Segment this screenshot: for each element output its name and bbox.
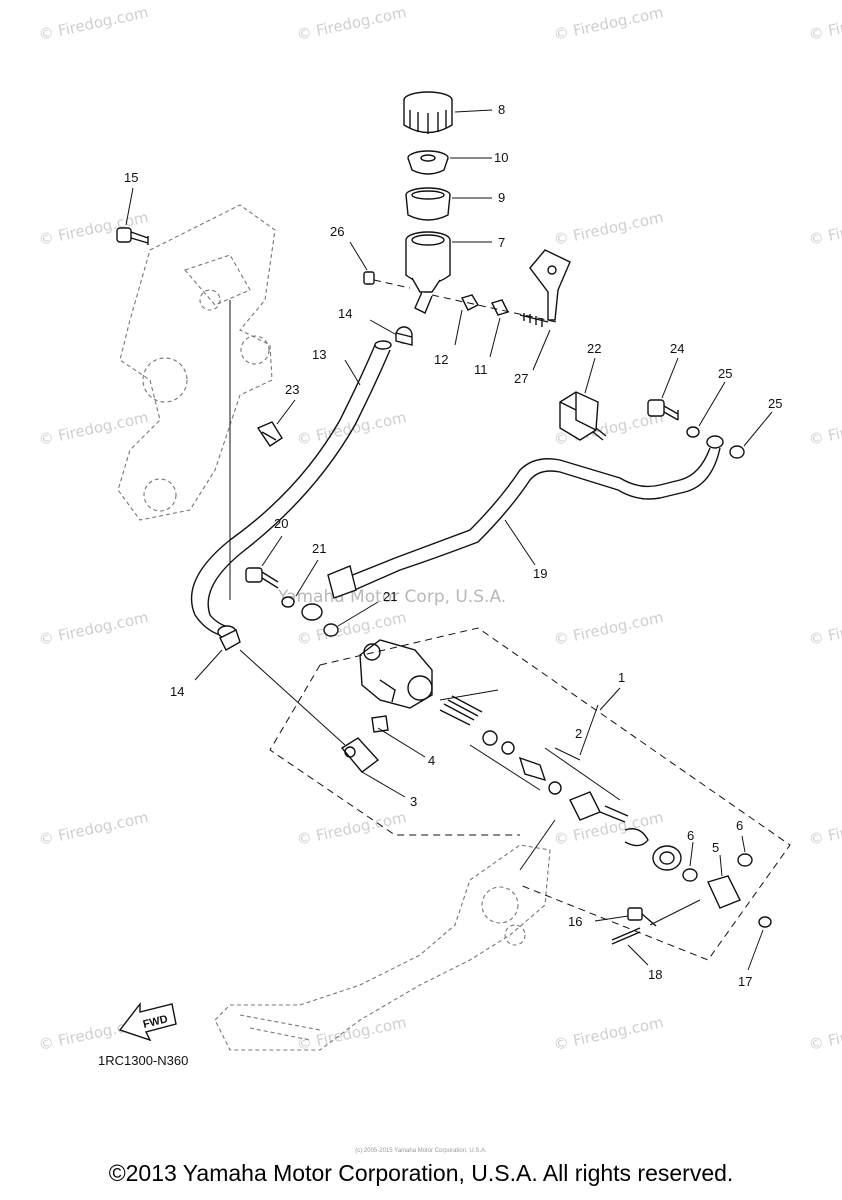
part-label: 5 (712, 840, 719, 855)
part-label: 1 (618, 670, 625, 685)
watermark: © Firedog.com (552, 1013, 665, 1054)
clamp-23 (256, 399, 296, 447)
part-labels: 1 2 3 4 5 6 6 7 8 9 10 11 12 13 14 14 15… (124, 102, 782, 989)
watermark: © Firedog.com (295, 1013, 408, 1054)
part-label: 21 (312, 541, 326, 556)
brake-hose-19 (301, 435, 724, 621)
clevis-assembly (611, 853, 772, 945)
copyright-footer: ©2013 Yamaha Motor Corporation, U.S.A. A… (108, 1160, 734, 1186)
diagram-code: 1RC1300-N360 (98, 1053, 188, 1068)
spacer-collar-bracket (431, 249, 571, 371)
part-label: 18 (648, 967, 662, 982)
part-label: 23 (285, 382, 299, 397)
switch-22 (559, 357, 607, 441)
watermark: © Firedog.com (37, 208, 150, 249)
watermark: © Firedog.com (37, 408, 150, 449)
watermark: © Firedog.com (552, 3, 665, 44)
watermark: © Firedog.com (807, 808, 842, 849)
part-label: 26 (330, 224, 344, 239)
watermark: © Firedog.com (37, 3, 150, 44)
part-label: 20 (274, 516, 288, 531)
screw-26 (349, 241, 411, 289)
part-label: 27 (514, 371, 528, 386)
part-label: 15 (124, 170, 138, 185)
watermark: © Firedog.com (552, 608, 665, 649)
part-label: 19 (533, 566, 547, 581)
part-label: 25 (718, 366, 732, 381)
fwd-label: FWD (142, 1013, 169, 1031)
part-label: 6 (687, 828, 694, 843)
part-label: 21 (383, 589, 397, 604)
part-label: 3 (410, 794, 417, 809)
union-bolt-20 (245, 535, 379, 637)
watermark: © Firedog.com (807, 208, 842, 249)
part-label: 14 (170, 684, 184, 699)
watermark: © Firedog.com (295, 808, 408, 849)
bolt-15 (116, 187, 149, 245)
part-label: 6 (736, 818, 743, 833)
brake-pedal-ghost (214, 819, 556, 1051)
hose-13 (190, 319, 413, 746)
part-label: 11 (474, 362, 488, 377)
watermark: © Firedog.com (552, 208, 665, 249)
watermark: © Firedog.com (807, 3, 842, 44)
watermark: © Firedog.com (807, 1013, 842, 1054)
footrest-bracket-ghost (117, 204, 276, 600)
assembly-outline (269, 627, 791, 961)
part-label: 2 (575, 726, 582, 741)
watermark: © Firedog.com (37, 808, 150, 849)
leader-lines (361, 727, 764, 971)
part-label: 16 (568, 914, 582, 929)
part-label: 24 (670, 341, 684, 356)
part-label: 22 (587, 341, 601, 356)
part-label: 4 (428, 753, 435, 768)
watermark: © Firedog.com (295, 3, 408, 44)
part-label: 14 (338, 306, 352, 321)
part-label: 12 (434, 352, 448, 367)
part-label: 17 (738, 974, 752, 989)
part-label: 25 (768, 396, 782, 411)
part-label: 13 (312, 347, 326, 362)
footer-small-print: (c) 2005-2015 Yamaha Motor Corporation, … (355, 1148, 487, 1154)
watermark: © Firedog.com (295, 408, 408, 449)
union-bolt-24 (647, 357, 773, 459)
part-label: 8 (498, 102, 505, 117)
reservoir-assembly (403, 91, 493, 314)
watermark: © Firedog.com (807, 608, 842, 649)
part-label: 7 (498, 235, 505, 250)
watermark: © Firedog.com (807, 408, 842, 449)
part-label: 9 (498, 190, 505, 205)
master-cylinder-1 (340, 639, 682, 871)
watermark: © Firedog.com (37, 608, 150, 649)
part-label: 10 (494, 150, 508, 165)
watermark: © Firedog.com (552, 808, 665, 849)
fwd-arrow: FWD (118, 1001, 177, 1042)
